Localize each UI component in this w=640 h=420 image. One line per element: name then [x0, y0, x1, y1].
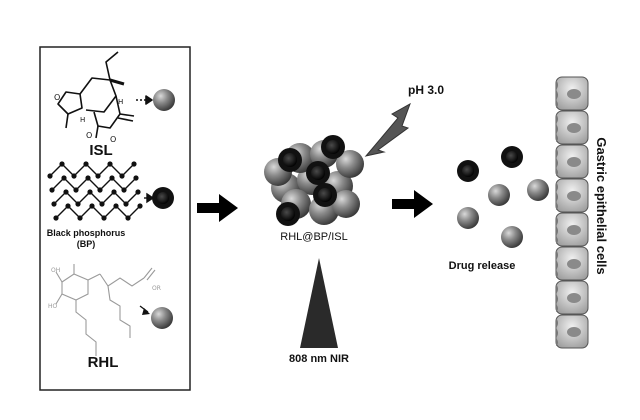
bp-label-line2: (BP) [76, 239, 96, 249]
svg-text:O: O [54, 93, 60, 102]
ph-label: pH 3.0 [408, 83, 445, 97]
released-particles-icon [457, 146, 549, 248]
nir-beam-triangle-icon [300, 258, 338, 348]
bp-label-line1: Black phosphorus [46, 228, 126, 238]
svg-text:OR: OR [152, 285, 161, 292]
composite-cluster-icon [264, 135, 364, 226]
svg-text:O: O [86, 131, 92, 140]
svg-text:H: H [118, 98, 123, 106]
nir-label: 808 nm NIR [289, 353, 349, 365]
isl-gray-sphere [153, 89, 175, 111]
svg-text:HO: HO [48, 303, 58, 310]
lightning-bolt-icon [364, 102, 411, 157]
svg-text:OH: OH [51, 267, 60, 274]
black-phosphorus-structure-icon [47, 161, 155, 221]
gastric-epithelial-cells-label: Gastric epithelial cells [594, 137, 609, 274]
svg-text:O: O [110, 135, 116, 144]
rhl-structure-icon: OH HO OR [48, 264, 161, 356]
drug-release-label: Drug release [448, 260, 516, 272]
composite-label: RHL@BP/ISL [280, 231, 348, 243]
rhl-label: RHL [87, 354, 119, 371]
isl-label: ISL [89, 142, 113, 159]
epithelial-cells-icon [555, 76, 589, 349]
isl-structure-icon: O O O H H [54, 51, 153, 144]
svg-text:H: H [80, 116, 85, 124]
rhl-gray-sphere [151, 307, 173, 329]
right-arrow-icon-1 [197, 194, 238, 222]
right-arrow-icon-2 [392, 190, 433, 218]
